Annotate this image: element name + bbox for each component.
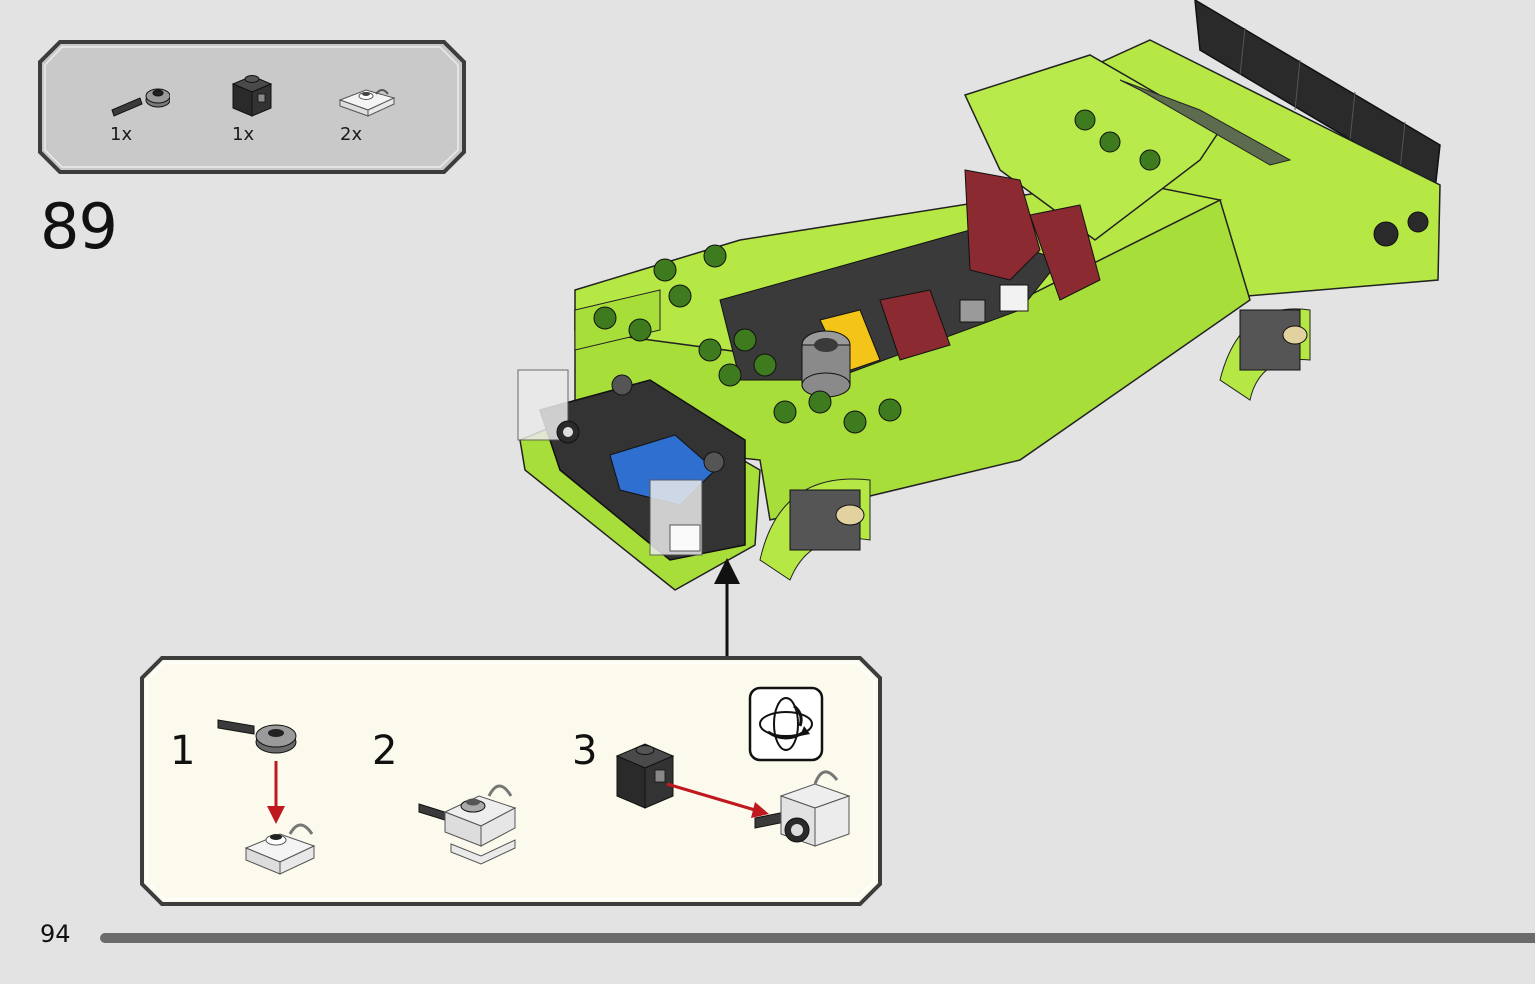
substep-1-illustration	[217, 719, 316, 875]
substep-number: 1	[170, 728, 196, 774]
bar-with-plate-icon	[111, 88, 170, 117]
part-qty: 1x	[232, 124, 255, 145]
part-qty: 1x	[110, 124, 133, 145]
substep-number: 2	[372, 728, 398, 774]
car-model-illustration	[517, 0, 1441, 591]
parts-list-panel: 1x 1x 2x	[38, 40, 466, 174]
front-clip	[649, 479, 703, 556]
substep-frame	[140, 656, 882, 906]
step-number: 89	[40, 190, 118, 263]
footer-bar	[100, 933, 1535, 943]
front-clip	[517, 369, 580, 444]
rotate-model-icon	[748, 686, 824, 762]
black-brick-icon	[231, 75, 273, 117]
callout-arrow	[714, 558, 740, 658]
substep-2-illustration	[418, 784, 517, 865]
page-number: 94	[40, 920, 71, 948]
substep-3-illustration	[615, 743, 851, 847]
substep-number: 3	[572, 728, 598, 774]
clip-plate-icon	[338, 89, 396, 117]
substep-callout: 1 2 3	[140, 656, 882, 906]
part-qty: 2x	[340, 124, 363, 145]
